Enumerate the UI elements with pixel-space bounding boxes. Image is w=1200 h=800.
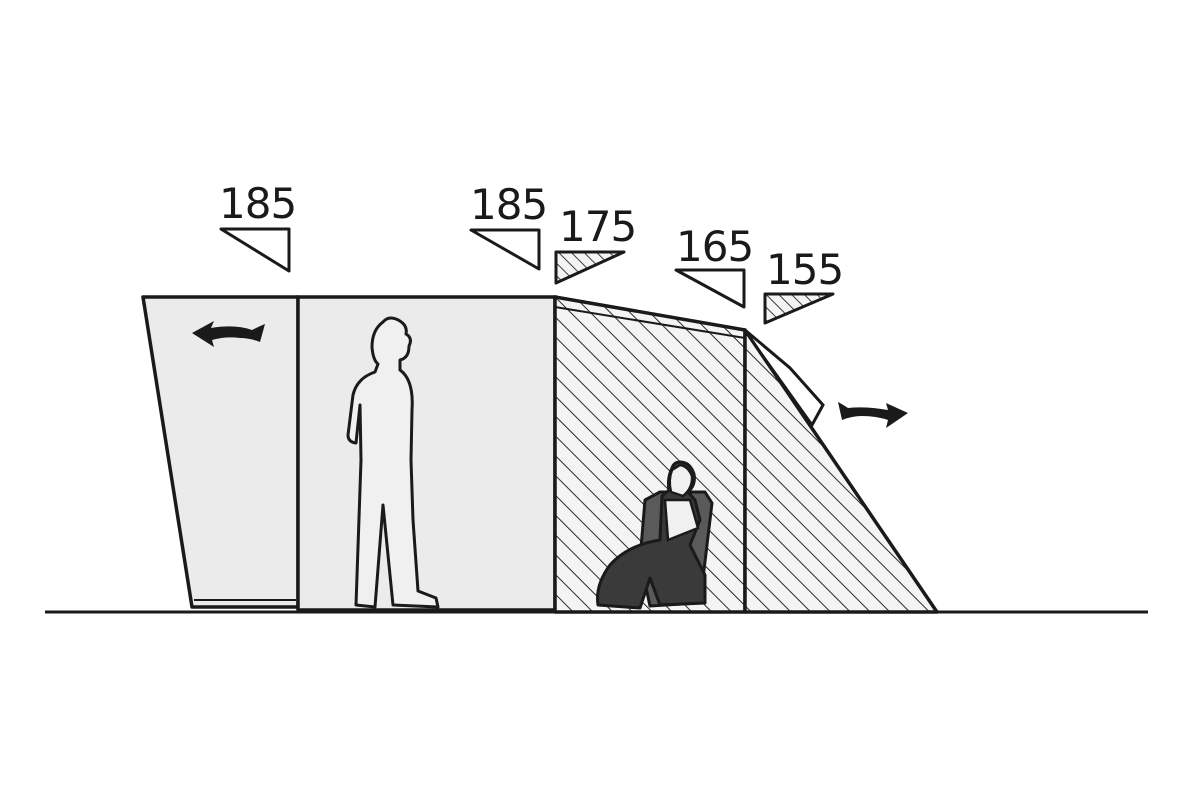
seated-person-icon bbox=[596, 460, 707, 610]
exit-left-arrow-icon bbox=[192, 321, 265, 347]
height-label-front-right: 185 bbox=[470, 180, 548, 229]
height-triangle-annex-mid bbox=[674, 268, 746, 309]
height-label-annex-mid: 165 bbox=[676, 222, 754, 271]
annex-roof-inner-line bbox=[554, 306, 746, 339]
height-triangle-annex-front bbox=[554, 250, 626, 285]
main-room-panel bbox=[296, 295, 557, 612]
height-label-annex-front: 175 bbox=[559, 202, 637, 251]
exit-right-arrow-icon bbox=[838, 402, 908, 428]
rear-door-flap bbox=[743, 328, 825, 428]
seated-person-torso bbox=[663, 498, 700, 542]
front-door-panel bbox=[141, 295, 300, 609]
standing-person-icon bbox=[346, 316, 440, 609]
height-label-annex-back: 155 bbox=[766, 245, 844, 294]
height-label-front-left: 185 bbox=[219, 179, 297, 228]
height-triangle-annex-back bbox=[763, 292, 835, 325]
height-triangle-front-right bbox=[469, 228, 541, 271]
height-triangle-front-left bbox=[219, 227, 291, 273]
seated-person-face bbox=[668, 463, 694, 498]
